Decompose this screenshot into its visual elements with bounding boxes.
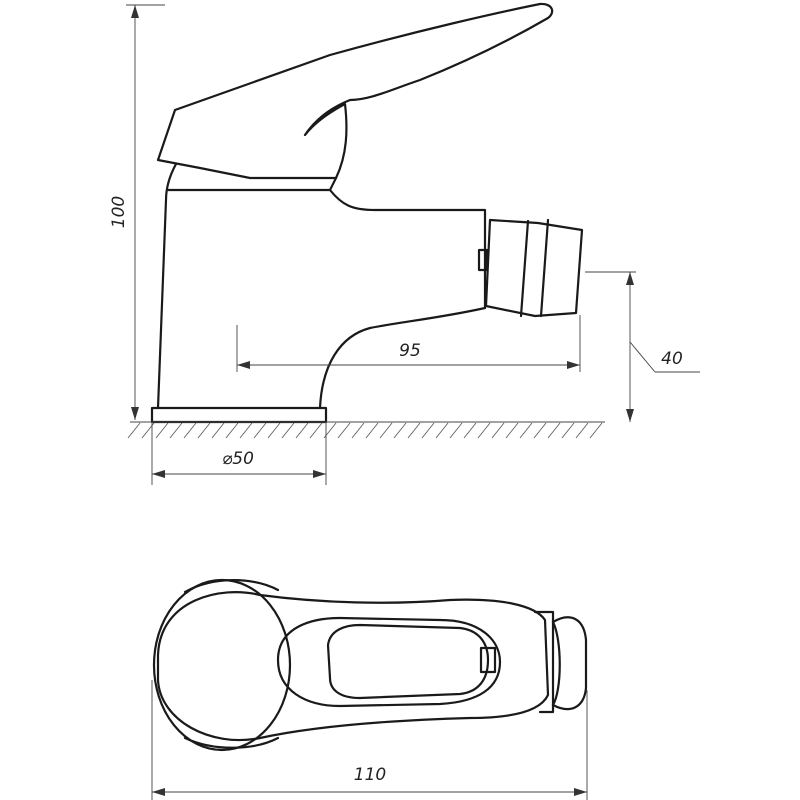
hatch-line [365,422,379,439]
hatch-line [491,422,505,439]
hatch-line [393,422,407,439]
hatch-line [589,422,603,439]
lever-recess-outer [276,616,502,708]
hatch-line [463,422,477,439]
lever-pivot [479,646,497,674]
hatch-line [253,422,267,439]
hatch-line [127,422,141,439]
hatch-line [435,422,449,439]
hatch-line [309,422,323,439]
hatch-line [169,422,183,439]
dimension-base-diameter: ⌀50 [151,422,327,485]
base-rim-bottom [183,736,280,749]
hatch-line [183,422,197,439]
spout-reach-dimension-label: 95 [399,341,421,361]
dimension-total-length: 110 [151,680,588,800]
outlet-cap-inner [551,620,561,707]
hatch-line [225,422,239,439]
top-view [152,578,588,752]
total-length-dimension-label: 110 [354,765,386,785]
hatch-line [211,422,225,439]
body-collar [166,176,338,192]
outlet-collar [533,610,555,714]
nozzle-ring-1 [519,219,530,318]
nozzle-ring-2 [539,218,550,318]
height-dimension-label: 100 [109,196,129,228]
spout-bottom [318,306,487,410]
hatch-line [477,422,491,439]
hatch-line [407,422,421,439]
hatch-line [547,422,561,439]
dimension-outlet-height: 40 [585,271,700,422]
side-view [127,2,605,439]
hatch-line [561,422,575,439]
dimension-height: 100 [109,4,165,420]
base-rim [183,579,280,594]
mixer-body [156,162,178,410]
hatch-line [281,422,295,439]
lever-handle [156,2,554,180]
hatch-line [239,422,253,439]
hatch-line [379,422,393,439]
outlet-cap [551,616,588,711]
hatch-line [449,422,463,439]
lever-recess-inner [326,623,490,700]
hatch-line [505,422,519,439]
base-plate [150,406,328,424]
hatch-line [295,422,309,439]
outlet-height-dimension-label: 40 [661,349,683,369]
hatch-line [197,422,211,439]
hatch-line [267,422,281,439]
hatch-line [575,422,589,439]
hatch-line [519,422,533,439]
hatch-line [155,422,169,439]
base-circle [152,578,292,752]
ground-hatching [127,422,603,439]
lever-outline [156,591,550,742]
nozzle-stem [477,248,489,272]
spout-top [328,188,487,310]
hatch-line [351,422,365,439]
hatch-line [337,422,351,439]
dimension-spout-reach: 95 [236,315,581,372]
hatch-line [421,422,435,439]
base-diameter-dimension-label: ⌀50 [222,449,254,469]
nozzle-body [484,218,584,318]
hatch-line [533,422,547,439]
